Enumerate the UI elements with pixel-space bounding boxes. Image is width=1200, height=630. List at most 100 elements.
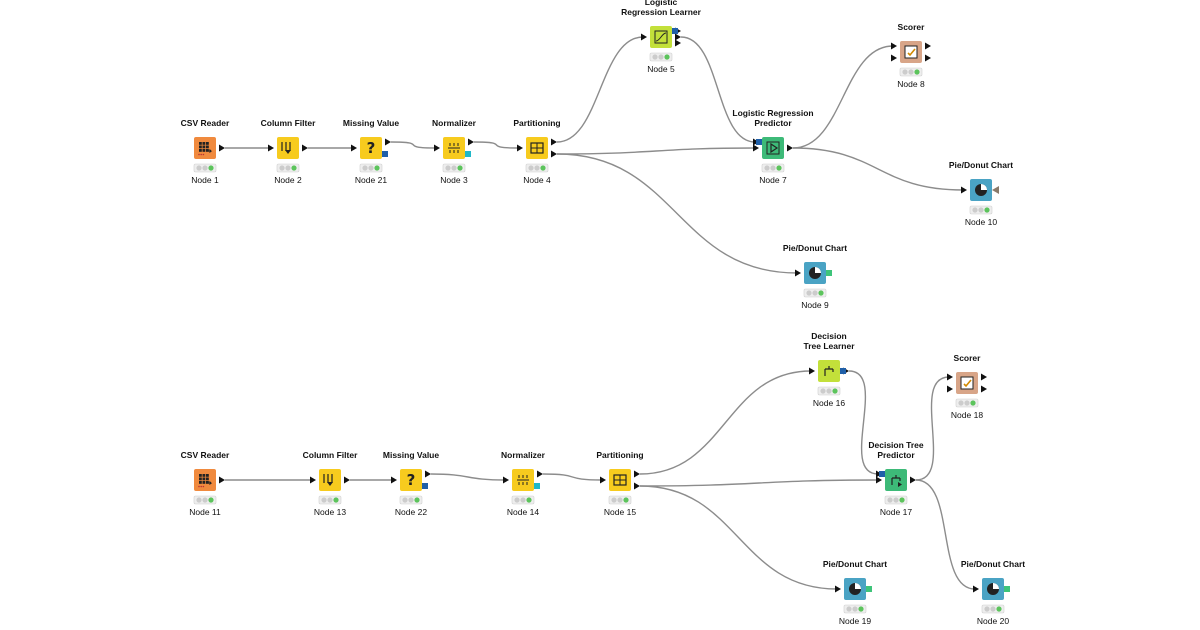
output-port[interactable] — [537, 470, 543, 478]
input-port[interactable] — [795, 269, 801, 277]
output-port[interactable] — [826, 270, 832, 276]
connection-n14-n15[interactable] — [542, 473, 603, 481]
input-port[interactable] — [891, 42, 897, 50]
input-port[interactable] — [268, 144, 274, 152]
input-port[interactable] — [600, 476, 606, 484]
output-port[interactable] — [910, 476, 916, 484]
output-port[interactable] — [219, 476, 225, 484]
node-n22[interactable]: Missing Value?Node 22 — [383, 450, 439, 517]
connection-n3-n4[interactable] — [473, 141, 520, 149]
output-port[interactable] — [1004, 586, 1010, 592]
partitioning-icon — [613, 474, 627, 486]
output-port[interactable] — [302, 144, 308, 152]
output-port[interactable] — [787, 144, 793, 152]
input-port[interactable] — [961, 186, 967, 194]
input-port[interactable] — [391, 476, 397, 484]
output-port[interactable] — [925, 42, 931, 50]
node-n21[interactable]: Missing Value?Node 21 — [343, 118, 399, 185]
output-port[interactable] — [385, 138, 391, 146]
connection-n22-n14[interactable] — [430, 473, 506, 481]
input-port[interactable] — [891, 54, 897, 62]
node-body[interactable] — [818, 360, 840, 382]
node-body[interactable] — [885, 469, 907, 491]
output-port[interactable] — [422, 483, 428, 489]
output-port[interactable] — [672, 28, 678, 34]
output-port[interactable] — [551, 150, 557, 158]
connection-n17-n18[interactable] — [915, 376, 950, 481]
output-port[interactable] — [981, 373, 987, 381]
node-title: CSV Reader — [181, 118, 230, 128]
input-port[interactable] — [835, 585, 841, 593]
connection-n4-n5[interactable] — [556, 36, 644, 143]
output-port[interactable] — [382, 151, 388, 157]
node-body[interactable] — [319, 469, 341, 491]
output-port[interactable] — [551, 138, 557, 146]
output-port[interactable] — [675, 39, 681, 47]
input-port[interactable] — [517, 144, 523, 152]
input-port[interactable] — [756, 139, 762, 145]
connection-n17-n20[interactable] — [915, 479, 976, 590]
output-port[interactable] — [425, 470, 431, 478]
node-body[interactable] — [762, 137, 784, 159]
connection-n7-n10[interactable] — [792, 147, 964, 191]
node-body[interactable] — [360, 137, 382, 159]
output-port[interactable] — [344, 476, 350, 484]
output-port[interactable] — [925, 54, 931, 62]
node-body[interactable] — [400, 469, 422, 491]
input-port[interactable] — [809, 367, 815, 375]
input-port[interactable] — [310, 476, 316, 484]
output-port[interactable] — [992, 186, 999, 194]
connection-n15-n17[interactable] — [639, 479, 879, 487]
input-port[interactable] — [876, 476, 882, 484]
input-port[interactable] — [753, 144, 759, 152]
connection-n4-n7[interactable] — [556, 147, 756, 155]
output-port[interactable] — [675, 33, 681, 41]
input-port[interactable] — [351, 144, 357, 152]
input-port[interactable] — [503, 476, 509, 484]
node-label: Node 1 — [191, 175, 219, 185]
output-port[interactable] — [981, 385, 987, 393]
output-port[interactable] — [468, 138, 474, 146]
connection-n15-n19[interactable] — [639, 485, 838, 590]
output-port[interactable] — [634, 482, 640, 490]
connection-n4-n9[interactable] — [556, 153, 798, 274]
node-status-indicator — [969, 205, 993, 215]
connection-n5-n7[interactable] — [680, 36, 756, 143]
output-port[interactable] — [866, 586, 872, 592]
connection-n16-n17[interactable] — [848, 370, 879, 475]
input-port[interactable] — [879, 471, 885, 477]
output-port[interactable] — [634, 470, 640, 478]
input-port[interactable] — [434, 144, 440, 152]
input-port[interactable] — [947, 385, 953, 393]
output-port[interactable] — [465, 151, 471, 157]
connection-n15-n16[interactable] — [639, 370, 812, 475]
input-port[interactable] — [973, 585, 979, 593]
input-port[interactable] — [947, 373, 953, 381]
connection-n21-n3[interactable] — [390, 141, 437, 149]
node-body[interactable] — [277, 137, 299, 159]
connection-n7-n8[interactable] — [792, 45, 894, 149]
output-port[interactable] — [219, 144, 225, 152]
input-port[interactable] — [641, 33, 647, 41]
output-port[interactable] — [840, 368, 846, 374]
output-port[interactable] — [534, 483, 540, 489]
